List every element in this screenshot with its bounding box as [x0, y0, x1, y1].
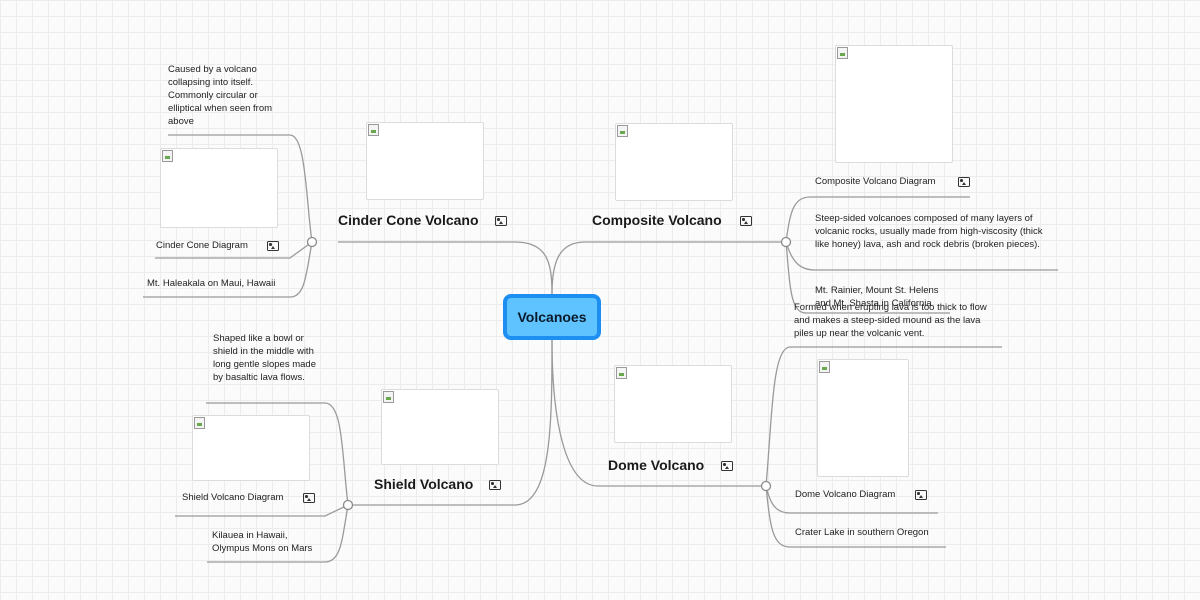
broken-image-icon — [162, 150, 173, 162]
dome-example[interactable]: Crater Lake in southern Oregon — [795, 527, 929, 538]
broken-image-icon — [617, 125, 628, 137]
image-icon[interactable] — [958, 177, 970, 187]
composite-diagram-image[interactable] — [835, 45, 953, 163]
broken-image-icon — [837, 47, 848, 59]
image-icon[interactable] — [495, 216, 507, 226]
root-label: Volcanoes — [517, 309, 587, 325]
cinder-diagram-image[interactable] — [160, 148, 278, 228]
dome-diagram-image[interactable] — [817, 359, 909, 477]
composite-collapse-handle[interactable] — [780, 236, 792, 248]
cinder-cone-image[interactable] — [366, 122, 484, 200]
branch-composite[interactable]: Composite Volcano — [592, 212, 722, 228]
cinder-diagram-label[interactable]: Cinder Cone Diagram — [156, 240, 248, 251]
dome-image[interactable] — [614, 365, 732, 443]
dome-description[interactable]: Formed when erupting lava is too thick t… — [794, 302, 987, 339]
shield-collapse-handle[interactable] — [342, 499, 354, 511]
shield-example[interactable]: Kilauea in Hawaii, Olympus Mons on Mars — [212, 530, 313, 554]
shield-diagram-label[interactable]: Shield Volcano Diagram — [182, 492, 284, 503]
image-icon[interactable] — [303, 493, 315, 503]
shield-diagram-image[interactable] — [192, 415, 310, 481]
composite-diagram-label[interactable]: Composite Volcano Diagram — [815, 176, 936, 187]
broken-image-icon — [616, 367, 627, 379]
image-icon[interactable] — [267, 241, 279, 251]
composite-image[interactable] — [615, 123, 733, 201]
composite-description[interactable]: Steep-sided volcanoes composed of many l… — [815, 213, 1043, 250]
composite-example[interactable]: Mt. Rainier, Mount St. Helens and Mt. Sh… — [815, 285, 939, 309]
broken-image-icon — [383, 391, 394, 403]
shield-description[interactable]: Shaped like a bowl or shield in the midd… — [213, 333, 316, 383]
root-node[interactable]: Volcanoes — [503, 294, 601, 340]
dome-collapse-handle[interactable] — [760, 480, 772, 492]
dome-diagram-label[interactable]: Dome Volcano Diagram — [795, 489, 896, 500]
broken-image-icon — [368, 124, 379, 136]
image-icon[interactable] — [489, 480, 501, 490]
broken-image-icon — [819, 361, 830, 373]
branch-dome[interactable]: Dome Volcano — [608, 457, 705, 473]
branch-cinder-cone[interactable]: Cinder Cone Volcano — [338, 212, 479, 228]
broken-image-icon — [194, 417, 205, 429]
image-icon[interactable] — [721, 461, 733, 471]
cinder-example[interactable]: Mt. Haleakala on Maui, Hawaii — [147, 278, 276, 289]
shield-image[interactable] — [381, 389, 499, 465]
cinder-description[interactable]: Caused by a volcano collapsing into itse… — [168, 64, 273, 127]
cinder-collapse-handle[interactable] — [306, 236, 318, 248]
image-icon[interactable] — [740, 216, 752, 226]
image-icon[interactable] — [915, 490, 927, 500]
branch-shield[interactable]: Shield Volcano — [374, 476, 474, 492]
